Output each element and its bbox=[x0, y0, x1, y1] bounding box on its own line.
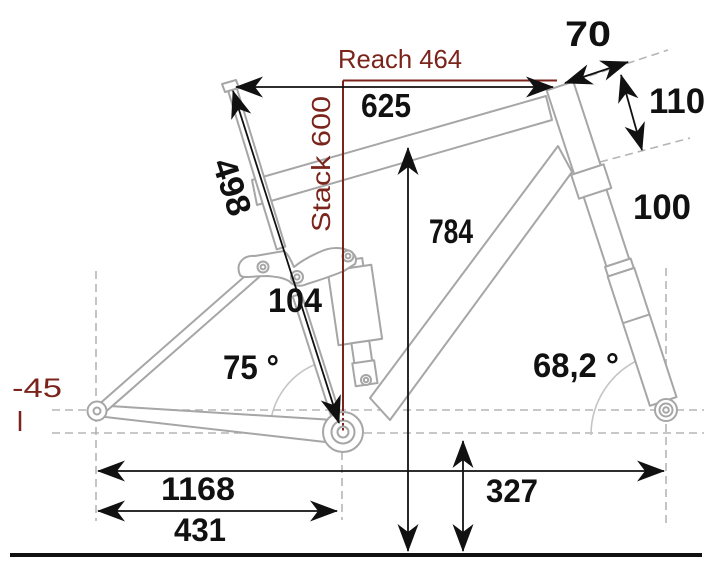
fork-travel-label: 100 bbox=[633, 188, 691, 227]
down-tube bbox=[369, 145, 573, 421]
stem-axis-guide bbox=[564, 49, 669, 85]
stem-length-label: 70 bbox=[565, 15, 611, 54]
standover-label: 784 bbox=[429, 213, 473, 251]
fork-stanchion bbox=[582, 188, 631, 268]
rocker-pivot-left-hole bbox=[259, 263, 267, 271]
labels: Reach 464 Stack 600 -45 70 110 100 625 4… bbox=[12, 15, 705, 548]
fork-lowers bbox=[606, 266, 678, 407]
fork-lowers-joint bbox=[622, 313, 650, 325]
stem-dimension bbox=[564, 60, 629, 85]
effective-top-tube-label: 625 bbox=[361, 87, 411, 124]
rocker-pivot-center-hole bbox=[293, 273, 301, 281]
shock-body bbox=[326, 263, 384, 347]
seatstay-tube bbox=[94, 262, 268, 416]
head-angle-arc bbox=[590, 357, 644, 436]
seat-angle-label: 75 ° bbox=[223, 349, 279, 387]
shock-lower-eyelet-hole bbox=[362, 376, 370, 384]
rocker-pivot-shock-hole bbox=[344, 252, 352, 260]
rear-shock bbox=[326, 257, 384, 388]
rear-axle-hole bbox=[92, 406, 102, 416]
wheelbase-label: 1168 bbox=[161, 471, 235, 507]
front-axle-hole bbox=[662, 406, 670, 414]
head-angle-label: 68,2 ° bbox=[533, 347, 619, 385]
head-tube-length-label: 110 bbox=[649, 82, 705, 121]
headtube-bottom-guide bbox=[599, 137, 691, 163]
bb-height-label: 327 bbox=[486, 473, 538, 509]
fork-crown bbox=[570, 163, 613, 200]
head-tube-dimension bbox=[618, 74, 645, 151]
bike-frame bbox=[86, 79, 678, 453]
bb-spindle bbox=[336, 425, 350, 439]
seat-tube-dimension bbox=[231, 90, 341, 424]
shock-length-label: 104 bbox=[268, 282, 322, 320]
bb-drop-label: -45 bbox=[12, 373, 62, 403]
reach-label: Reach 464 bbox=[338, 44, 462, 74]
chainstay-label: 431 bbox=[174, 512, 226, 548]
stack-label: Stack 600 bbox=[306, 96, 336, 232]
dimension-lines bbox=[97, 60, 665, 552]
chainstay-tube bbox=[100, 404, 335, 444]
